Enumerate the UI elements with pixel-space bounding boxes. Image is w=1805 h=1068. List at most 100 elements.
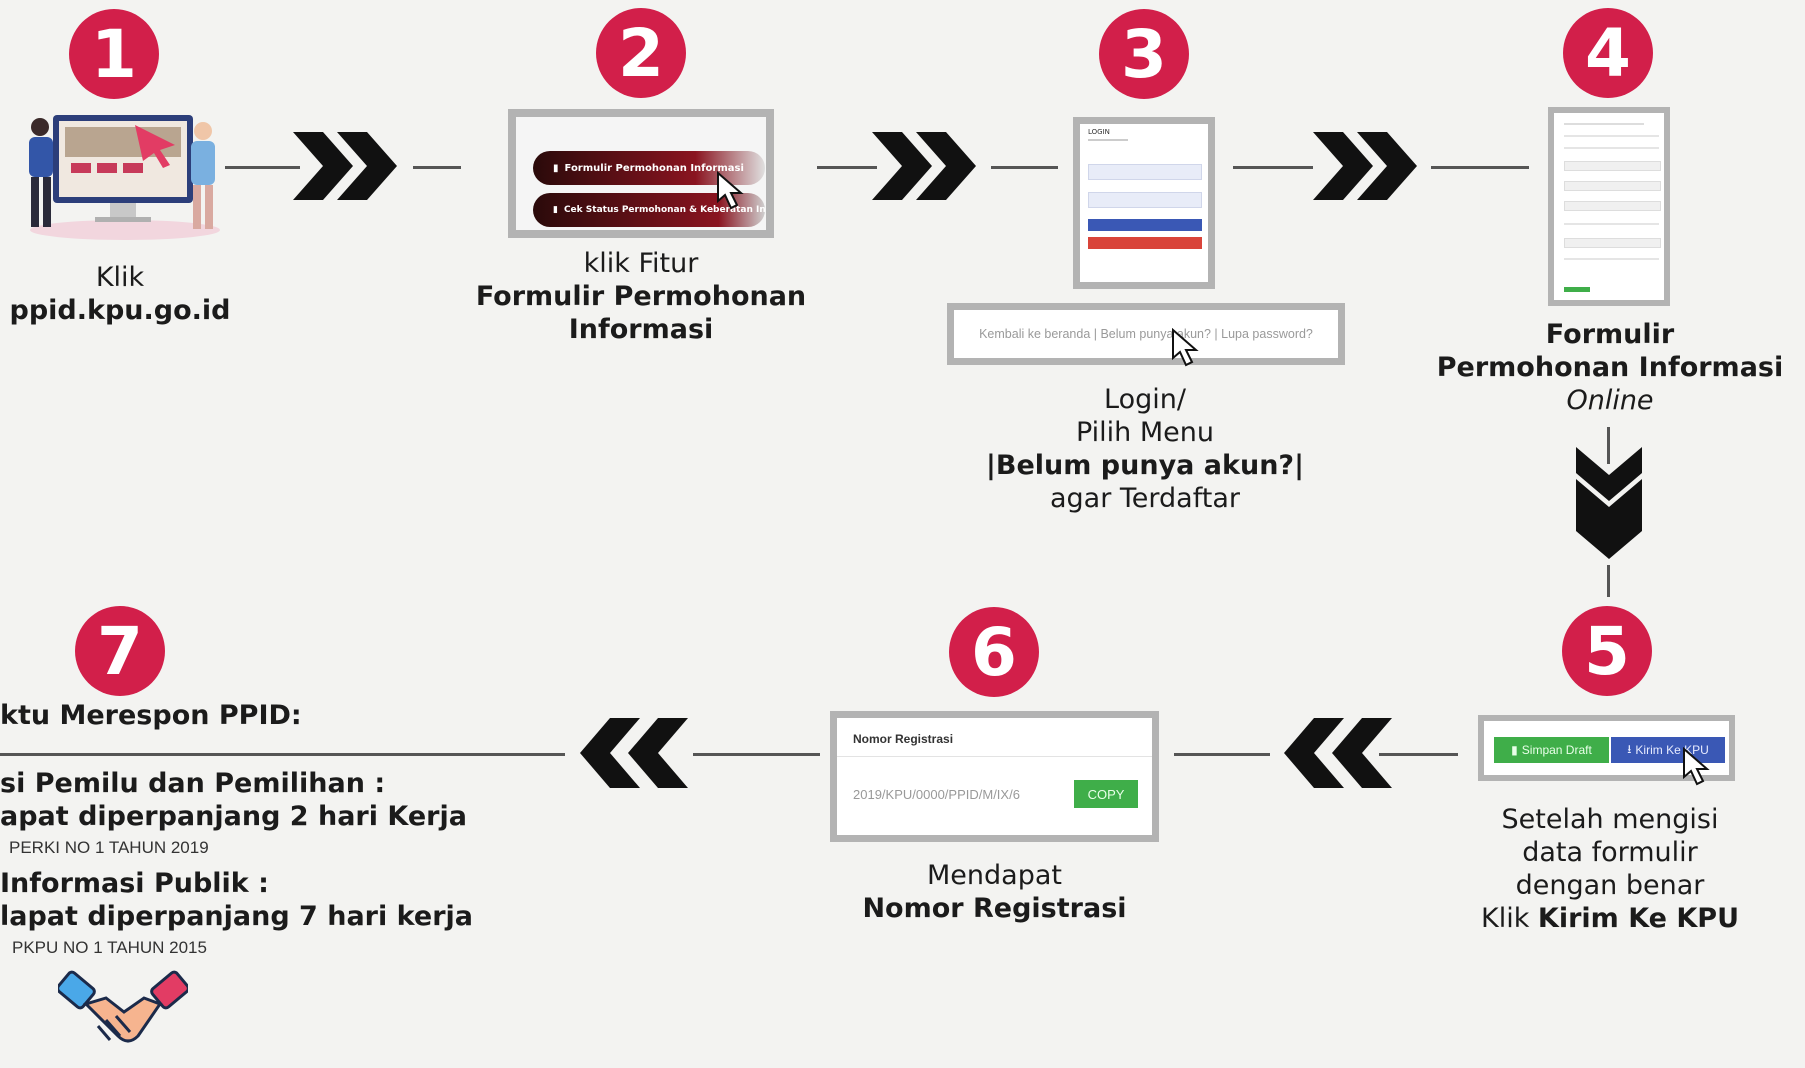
step-7-badge: 7 bbox=[75, 606, 165, 696]
form-line bbox=[1564, 238, 1661, 248]
response-time-heading: ktu Merespon PPID: bbox=[0, 700, 302, 731]
step-1-caption: Klik ppid.kpu.go.id bbox=[0, 261, 240, 327]
step-5-badge: 5 bbox=[1562, 606, 1652, 696]
caption-line: Mendapat bbox=[927, 860, 1062, 891]
submit-screenshot: ▮Simpan Draft ⭳Kirim Ke KPU bbox=[1478, 715, 1735, 786]
registration-screenshot: Nomor Registrasi 2019/KPU/0000/PPID/M/IX… bbox=[830, 711, 1159, 842]
caption-line: klik Fitur bbox=[583, 248, 699, 279]
account-links-bar: Kembali ke beranda | Belum punya akun? |… bbox=[947, 303, 1345, 367]
registration-number: 2019/KPU/0000/PPID/M/IX/6 bbox=[853, 787, 1020, 802]
caption-line: ppid.kpu.go.id bbox=[9, 295, 231, 326]
chevron-right-icon bbox=[1313, 132, 1423, 204]
step-4-badge: 4 bbox=[1563, 8, 1653, 98]
connector-line bbox=[413, 166, 461, 169]
step-6-caption: Mendapat Nomor Registrasi bbox=[830, 859, 1159, 925]
step-number: 7 bbox=[97, 612, 143, 690]
caption-line: |Belum punya akun?| bbox=[986, 450, 1304, 481]
password-field[interactable] bbox=[1088, 192, 1202, 208]
response-item-title: Informasi Publik : bbox=[0, 868, 269, 899]
download-icon: ⭳ bbox=[1627, 741, 1632, 756]
chevron-right-icon bbox=[872, 132, 982, 204]
caption-prefix: Klik bbox=[1480, 903, 1538, 934]
connector-line bbox=[0, 753, 565, 756]
copy-button[interactable]: COPY bbox=[1074, 780, 1138, 808]
connector-line bbox=[693, 753, 820, 756]
caption-line: dengan benar bbox=[1515, 870, 1705, 901]
google-login-button[interactable] bbox=[1088, 237, 1202, 249]
login-button[interactable] bbox=[1088, 219, 1202, 231]
caption-line: Klik Kirim Ke KPU bbox=[1440, 902, 1780, 935]
panel-divider bbox=[837, 756, 1152, 757]
account-links-text[interactable]: Kembali ke beranda | Belum punya akun? |… bbox=[979, 327, 1313, 341]
form-line bbox=[1564, 181, 1661, 191]
connector-line bbox=[1379, 753, 1458, 756]
connector-line bbox=[1233, 166, 1313, 169]
step-number: 2 bbox=[618, 14, 664, 92]
form-line bbox=[1564, 258, 1659, 260]
form-line bbox=[1564, 161, 1661, 171]
response-item-reference: PERKI NO 1 TAHUN 2019 bbox=[9, 838, 209, 857]
step-number: 1 bbox=[91, 15, 137, 93]
step-number: 3 bbox=[1121, 15, 1167, 93]
form-submit-button[interactable] bbox=[1564, 287, 1590, 292]
step-4-caption: Formulir Permohonan Informasi Online bbox=[1420, 318, 1800, 417]
chevron-down-icon bbox=[1576, 447, 1642, 563]
step-3-badge: 3 bbox=[1099, 9, 1189, 99]
caption-line: Login/ bbox=[1104, 384, 1186, 415]
form-line bbox=[1564, 123, 1644, 125]
response-item-reference: PKPU NO 1 TAHUN 2015 bbox=[12, 938, 207, 957]
menu-screenshot: ▮ Formulir Permohonan Informasi ▮ Cek Stat… bbox=[508, 109, 774, 238]
caption-line: Formulir bbox=[1545, 319, 1675, 350]
document-icon: ▮ bbox=[553, 162, 559, 174]
connector-line bbox=[991, 166, 1058, 169]
login-title: LOGIN bbox=[1088, 128, 1110, 136]
step-3-caption: Login/ Pilih Menu |Belum punya akun?| ag… bbox=[930, 383, 1360, 515]
button-label: Simpan Draft bbox=[1521, 743, 1592, 757]
button-label: Formulir Permohonan Informasi bbox=[564, 162, 744, 174]
button-label: Cek Status Permohonan & Keberatan In bbox=[563, 205, 765, 215]
registration-panel-title: Nomor Registrasi bbox=[853, 732, 954, 746]
response-item-desc: lapat diperpanjang 7 hari kerja bbox=[0, 901, 473, 932]
step-number: 4 bbox=[1585, 14, 1631, 92]
login-screenshot: LOGIN bbox=[1073, 117, 1215, 289]
cursor-icon bbox=[1171, 327, 1203, 372]
step-number: 6 bbox=[971, 613, 1017, 691]
response-item-desc: apat diperpanjang 2 hari Kerja bbox=[0, 801, 467, 832]
form-screenshot bbox=[1548, 107, 1670, 306]
step-2-badge: 2 bbox=[596, 8, 686, 98]
caption-line: agar Terdaftar bbox=[1049, 483, 1240, 514]
form-line bbox=[1564, 223, 1659, 225]
document-icon: ▮ bbox=[553, 205, 558, 215]
form-line bbox=[1564, 147, 1659, 149]
response-item-title: si Pemilu dan Pemilihan : bbox=[0, 768, 386, 799]
step-5-caption: Setelah mengisi data formulir dengan ben… bbox=[1440, 803, 1780, 935]
chevron-left-icon bbox=[578, 718, 688, 792]
caption-line: Nomor Registrasi bbox=[862, 893, 1127, 924]
username-field[interactable] bbox=[1088, 164, 1202, 180]
caption-line: Online bbox=[1566, 385, 1654, 416]
cursor-icon bbox=[1682, 746, 1714, 791]
connector-line bbox=[1174, 753, 1270, 756]
chevron-left-icon bbox=[1282, 718, 1392, 792]
connector-line bbox=[1607, 427, 1610, 464]
caption-line: Pilih Menu bbox=[1075, 417, 1215, 448]
caption-line: data formulir bbox=[1522, 837, 1698, 868]
caption-line: Permohonan Informasi bbox=[1436, 352, 1784, 383]
handshake-icon bbox=[56, 968, 190, 1068]
step-2-caption: klik Fitur Formulir Permohonan Informasi bbox=[460, 247, 822, 346]
form-line bbox=[1564, 135, 1659, 137]
connector-line bbox=[225, 166, 300, 169]
caption-line: Klik bbox=[95, 262, 145, 293]
document-icon: ▮ bbox=[1511, 743, 1518, 757]
chevron-right-icon bbox=[293, 132, 403, 204]
caption-line: Formulir Permohonan bbox=[475, 281, 807, 312]
step-1-badge: 1 bbox=[69, 9, 159, 99]
caption-line: Informasi bbox=[568, 314, 714, 345]
form-line bbox=[1564, 201, 1661, 211]
save-draft-button[interactable]: ▮Simpan Draft bbox=[1494, 737, 1609, 763]
connector-line bbox=[817, 166, 877, 169]
step-6-badge: 6 bbox=[949, 607, 1039, 697]
connector-line bbox=[1607, 565, 1610, 597]
connector-line bbox=[1431, 166, 1529, 169]
caption-bold: Kirim Ke KPU bbox=[1537, 903, 1739, 934]
